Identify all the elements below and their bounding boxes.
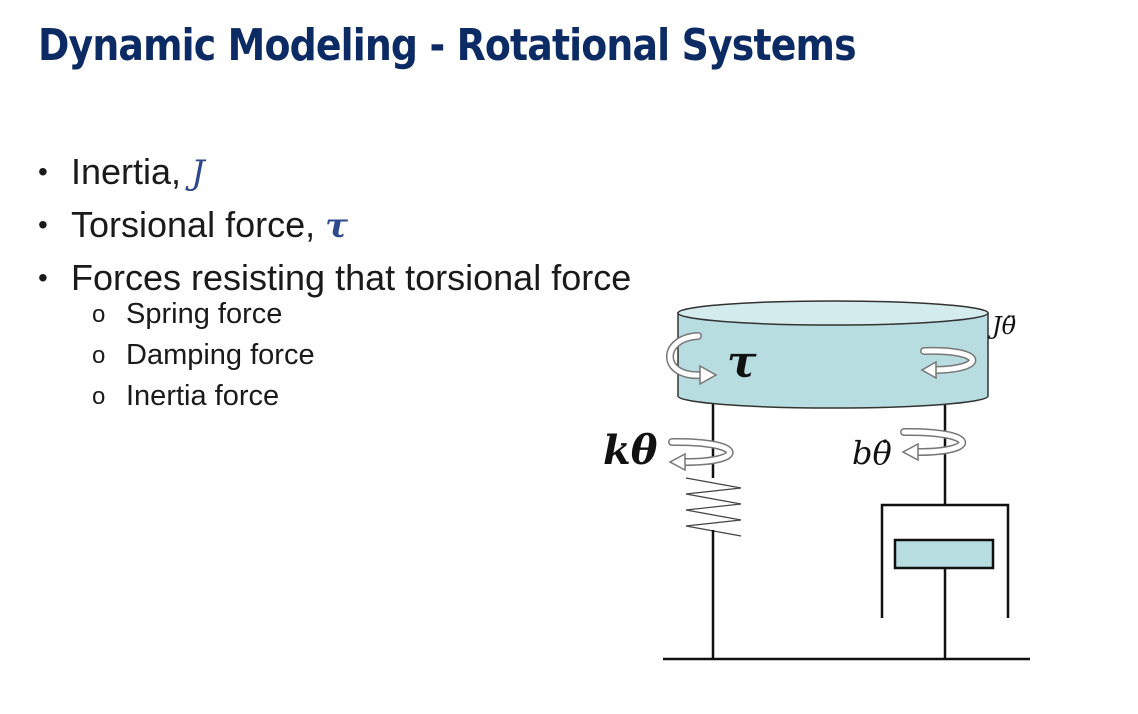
damper-cylinder [880,503,1010,618]
inertia-disk [677,300,989,409]
disk-body [677,312,989,409]
sub-bullet-text: Damping force [126,339,315,371]
inertia-force-label: Jθ̈ [987,312,1017,340]
spring-force-label: kθ [603,427,658,474]
sub-bullet-list: o Spring force o Damping force o Inertia… [92,294,315,417]
bullet-text: Inertia, [71,151,192,192]
sub-bullet-marker: o [92,383,106,410]
bullet-marker: • [38,262,48,293]
torque-symbol: τ [325,206,348,246]
slide-title: Dynamic Modeling - Rotational Systems [38,20,857,71]
bullet-text: Forces resisting that torsional force [71,257,632,298]
bullet-list: • Inertia, J • Torsional force, τ • Forc… [38,146,631,303]
sub-bullet-damping-force: o Damping force [92,335,315,376]
disk-top-face [677,300,989,326]
sub-bullet-marker: o [92,342,106,369]
torque-arrow-icon [666,332,718,386]
spring-force-arrow-icon [668,437,734,472]
sub-bullet-text: Spring force [126,298,283,330]
bullet-marker: • [38,156,48,187]
bullet-inertia: • Inertia, J [38,146,631,199]
bullet-torsional-force: • Torsional force, τ [38,199,631,252]
bullet-text: Torsional force, [71,204,326,245]
inertia-symbol: J [191,153,205,193]
bullet-marker: • [38,209,48,240]
sub-bullet-spring-force: o Spring force [92,294,315,335]
torque-label: τ [727,337,757,388]
torsional-spring [685,477,742,537]
damper-piston [893,538,995,570]
inertia-force-arrow-icon [920,346,977,380]
damping-force-arrow-icon [900,427,967,462]
sub-bullet-text: Inertia force [126,380,280,412]
damping-force-label: bθ̇ [852,434,892,472]
sub-bullet-inertia-force: o Inertia force [92,376,315,417]
sub-bullet-marker: o [92,301,106,328]
bullet-resisting-forces: • Forces resisting that torsional force [38,252,631,303]
